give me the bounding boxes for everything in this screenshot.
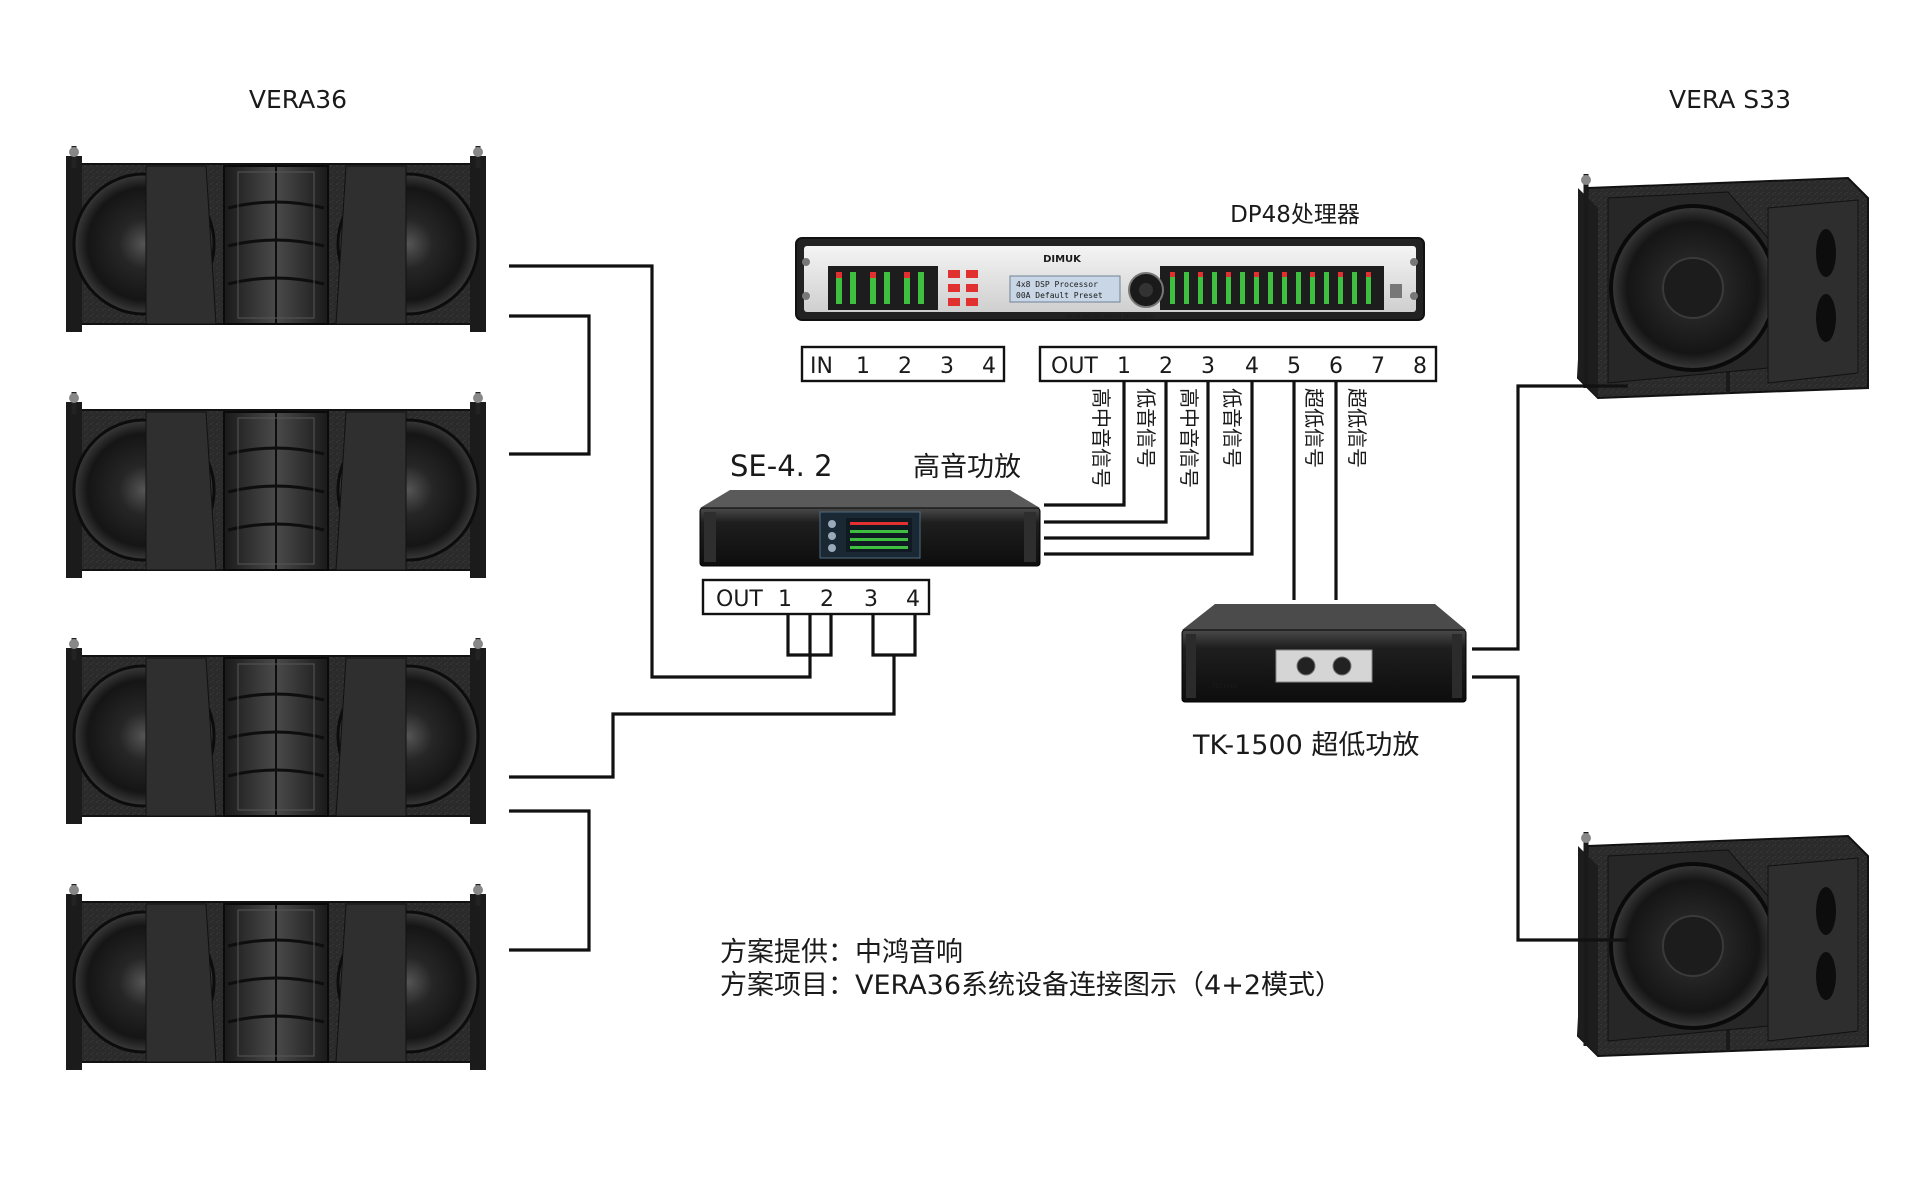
wire-amp-out3-4 (871, 614, 917, 657)
signal-label-out-2: 低音信号 (1134, 388, 1158, 468)
processor-out-port-1: 1 (1117, 354, 1131, 379)
signal-labels: 高中音信号 低音信号 高中音信号 低音信号 超低信号 超低信号 (1089, 388, 1369, 488)
processor-in-port-3: 3 (940, 354, 954, 379)
processor-in-port-2: 2 (898, 354, 912, 379)
credits-line-1: 方案提供：中鸿音响 (720, 937, 963, 968)
signal-label-out-5: 超低信号 (1302, 388, 1326, 468)
wire-sub-amp-to-sub-2 (1472, 675, 1628, 942)
processor-lcd-line-2: 00A Default Preset (1016, 291, 1103, 300)
processor-out-box: OUT 1 2 3 4 5 6 7 8 (1038, 345, 1438, 383)
amp-high-model: SE-4. 2 (730, 449, 833, 483)
processor-out-port-5: 5 (1287, 354, 1301, 379)
wire-link-speaker-1-2 (509, 314, 591, 456)
sub-amp-label: TK-1500 超低功放 (1192, 730, 1419, 761)
processor-lcd-line-1: 4x8 DSP Processor (1016, 280, 1098, 289)
amp-out-port-2: 2 (820, 587, 834, 612)
wire-sub-amp-to-sub-1 (1472, 384, 1628, 651)
wire-amp-out4-to-speaker-3 (509, 655, 896, 779)
tk1500-amplifier: TECHNO TK-1500 超低功放 (1181, 604, 1467, 761)
vera36-speaker-4 (66, 884, 486, 1070)
se42-amplifier: SE-4. 2 高音功放 (699, 449, 1041, 567)
amp-out-port-3: 3 (864, 587, 878, 612)
usb-port-icon (1390, 284, 1402, 298)
wire-amp-out2 (786, 614, 833, 657)
processor-in-port-4: 4 (982, 354, 996, 379)
vera36-speaker-2 (66, 392, 486, 578)
amp-high-out-box: OUT 1 2 3 4 (701, 578, 931, 616)
vera-s33-title: VERA S33 (1669, 85, 1791, 114)
processor-in-title: IN (810, 354, 833, 379)
processor-title: DP48处理器 (1230, 202, 1360, 228)
wire-link-speaker-3-4 (509, 809, 591, 952)
processor-brand: DIMUK (1043, 254, 1082, 265)
amp-out-port-4: 4 (906, 587, 920, 612)
processor-input-meters (836, 272, 924, 304)
vera-s33-speaker-2 (1578, 832, 1868, 1056)
signal-label-out-6: 超低信号 (1345, 388, 1369, 468)
vera36-title: VERA36 (249, 85, 347, 114)
credits-line-2: 方案项目：VERA36系统设备连接图示（4+2模式） (720, 970, 1342, 1001)
wire-proc-out4 (1044, 381, 1254, 556)
dp48-processor: DP48处理器 DIMUK 4x8 DSP (795, 202, 1425, 321)
amp-high-name: 高音功放 (913, 452, 1021, 483)
vera36-speaker-1 (66, 146, 486, 332)
processor-model-text: DP-48 DIGITAL MATRIX PROCESSOR (1066, 314, 1155, 320)
wire-proc-out2 (1044, 381, 1168, 524)
signal-label-out-1: 高中音信号 (1089, 388, 1113, 488)
processor-out-port-8: 8 (1413, 354, 1427, 379)
processor-in-box: IN 1 2 3 4 (800, 345, 1006, 383)
processor-out-port-7: 7 (1371, 354, 1385, 379)
signal-label-out-3: 高中音信号 (1177, 388, 1201, 488)
processor-out-title: OUT (1051, 354, 1098, 379)
processor-in-port-1: 1 (856, 354, 870, 379)
processor-buttons (948, 270, 978, 306)
signal-label-out-4: 低音信号 (1220, 388, 1244, 468)
processor-out-port-3: 3 (1201, 354, 1215, 379)
vera-s33-speaker-1 (1578, 174, 1868, 398)
amp-out-title: OUT (716, 587, 763, 612)
wiring (509, 264, 1628, 952)
wire-proc-out1 (1044, 381, 1126, 507)
processor-out-port-4: 4 (1245, 354, 1259, 379)
processor-output-meters (1170, 272, 1371, 304)
wire-proc-out3 (1044, 381, 1210, 540)
processor-out-port-2: 2 (1159, 354, 1173, 379)
processor-out-port-6: 6 (1329, 354, 1343, 379)
amp-out-port-1: 1 (778, 587, 792, 612)
vera36-speaker-3 (66, 638, 486, 824)
sub-amp-brand: TECHNO (1211, 683, 1238, 690)
